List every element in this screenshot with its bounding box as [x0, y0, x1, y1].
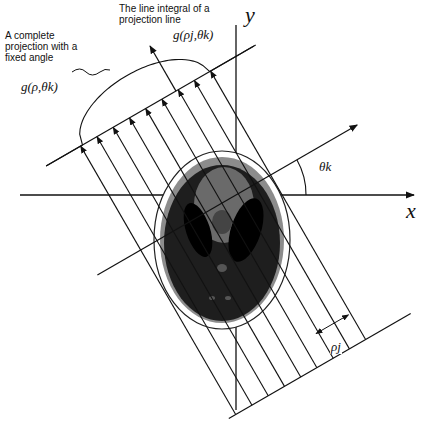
angle-arc: [297, 160, 306, 195]
projection-ray: [146, 109, 301, 377]
callout-text: The line integral of a projection line: [118, 3, 240, 25]
formula-label: g(ρj,θk): [172, 28, 214, 42]
projection-rays: [46, 45, 411, 418]
projection-profile: [46, 46, 254, 166]
projection-ray: [211, 71, 366, 339]
projection-ray: [162, 99, 317, 368]
rotated-axis: [150, 46, 176, 91]
rho-dimension: [316, 315, 349, 334]
angle-label: θk: [318, 160, 332, 174]
axis-label: x: [405, 200, 417, 222]
source-line: [229, 314, 411, 419]
callout-text: A complete projection with a fixed angle: [4, 30, 84, 63]
leader-brace: [72, 69, 110, 75]
distance-label: ρj: [330, 340, 342, 354]
projection-ray: [194, 81, 349, 349]
projection-ray: [178, 90, 333, 359]
rotated-axis: [97, 125, 357, 275]
detector-line: [46, 45, 256, 166]
axis-label: y: [244, 4, 256, 26]
formula-label: g(ρ,θk): [20, 80, 59, 94]
